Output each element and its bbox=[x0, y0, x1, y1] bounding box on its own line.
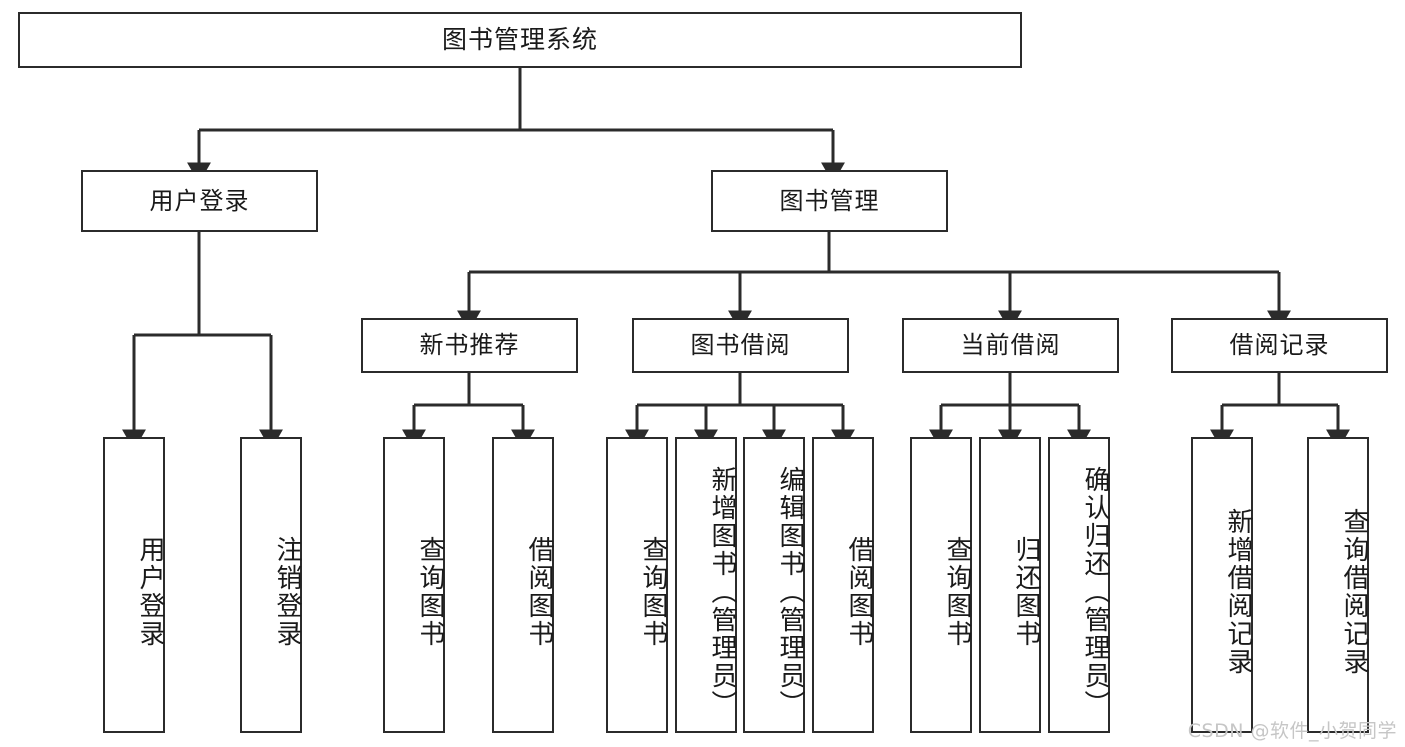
node-borrow-record[interactable]: 借阅记录 bbox=[1171, 318, 1388, 373]
node-label: 用户登录 bbox=[149, 186, 250, 215]
leaf-borrow-record-query[interactable]: 查询借阅记录 bbox=[1307, 437, 1369, 733]
node-label: 查询图书 bbox=[942, 536, 972, 648]
node-label: 注销登录 bbox=[272, 536, 302, 648]
leaf-book-borrow-query[interactable]: 查询图书 bbox=[606, 437, 668, 733]
leaf-user-login-logout[interactable]: 注销登录 bbox=[240, 437, 302, 733]
node-book-management[interactable]: 图书管理 bbox=[711, 170, 948, 232]
node-label: 确认归还（管理员） bbox=[1080, 466, 1110, 718]
leaf-book-borrow-edit[interactable]: 编辑图书（管理员） bbox=[743, 437, 805, 733]
node-label: 编辑图书（管理员） bbox=[775, 466, 805, 718]
node-label: 借阅记录 bbox=[1229, 331, 1330, 360]
node-book-borrow[interactable]: 图书借阅 bbox=[632, 318, 849, 373]
node-label: 新增借阅记录 bbox=[1223, 508, 1253, 676]
node-label: 图书借阅 bbox=[690, 331, 791, 360]
leaf-user-login-login[interactable]: 用户登录 bbox=[103, 437, 165, 733]
leaf-current-borrow-query[interactable]: 查询图书 bbox=[910, 437, 972, 733]
node-label: 新增图书（管理员） bbox=[707, 466, 737, 718]
leaf-book-borrow-borrow[interactable]: 借阅图书 bbox=[812, 437, 874, 733]
leaf-book-borrow-add[interactable]: 新增图书（管理员） bbox=[675, 437, 737, 733]
leaf-current-borrow-return[interactable]: 归还图书 bbox=[979, 437, 1041, 733]
leaf-new-book-query[interactable]: 查询图书 bbox=[383, 437, 445, 733]
leaf-new-book-borrow[interactable]: 借阅图书 bbox=[492, 437, 554, 733]
node-label: 查询借阅记录 bbox=[1339, 508, 1369, 676]
node-label: 新书推荐 bbox=[419, 331, 520, 360]
node-label: 借阅图书 bbox=[844, 536, 874, 648]
node-label: 借阅图书 bbox=[524, 536, 554, 648]
node-label: 当前借阅 bbox=[960, 331, 1061, 360]
node-label: 图书管理系统 bbox=[441, 25, 598, 55]
node-current-borrow[interactable]: 当前借阅 bbox=[902, 318, 1119, 373]
csdn-watermark: CSDN @软件_小贺同学 bbox=[1187, 720, 1397, 742]
node-root-system[interactable]: 图书管理系统 bbox=[18, 12, 1022, 68]
node-label: 图书管理 bbox=[779, 186, 880, 215]
node-user-login[interactable]: 用户登录 bbox=[81, 170, 318, 232]
leaf-borrow-record-add[interactable]: 新增借阅记录 bbox=[1191, 437, 1253, 733]
node-label: 查询图书 bbox=[638, 536, 668, 648]
leaf-current-borrow-confirm-return[interactable]: 确认归还（管理员） bbox=[1048, 437, 1110, 733]
node-label: 查询图书 bbox=[415, 536, 445, 648]
node-label: 归还图书 bbox=[1011, 536, 1041, 648]
node-label: 用户登录 bbox=[135, 536, 165, 648]
node-new-book-recommend[interactable]: 新书推荐 bbox=[361, 318, 578, 373]
